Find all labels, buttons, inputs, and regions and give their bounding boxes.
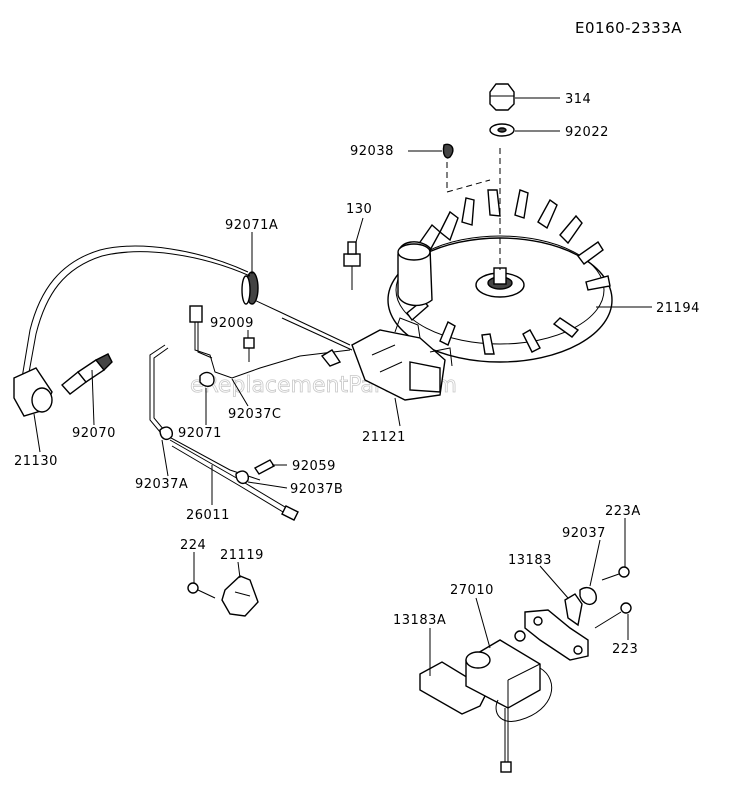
screw-223-drawing xyxy=(594,602,632,629)
ground-wire xyxy=(149,344,261,481)
nut-drawing xyxy=(489,83,515,111)
clamp-92037b xyxy=(235,470,250,485)
key-path xyxy=(446,162,491,193)
plug-cap-drawing xyxy=(13,367,53,417)
pin-92059 xyxy=(253,459,276,475)
label-130: 130 xyxy=(346,202,372,217)
diagram-code: E0160-2333A xyxy=(575,19,682,37)
label-92037a: 92037A xyxy=(135,477,188,492)
label-92037b: 92037B xyxy=(290,482,343,497)
screw-224-drawing xyxy=(187,582,216,599)
label-13183: 13183 xyxy=(508,553,552,568)
label-92070: 92070 xyxy=(72,426,116,441)
shim-drawing xyxy=(419,661,489,715)
label-92071a: 92071A xyxy=(225,218,278,233)
stop-switch-drawing xyxy=(221,575,259,617)
label-26011: 26011 xyxy=(186,508,230,523)
igniter-module-drawing xyxy=(465,630,541,709)
clamp-92037-drawing xyxy=(579,586,597,606)
connector-92009-plug xyxy=(189,305,203,323)
label-13183a: 13183A xyxy=(393,613,446,628)
label-27010: 27010 xyxy=(450,583,494,598)
label-21119: 21119 xyxy=(220,548,264,563)
label-92038: 92038 xyxy=(350,144,394,159)
grommet-drawing xyxy=(241,271,259,305)
key-drawing xyxy=(442,143,454,159)
module-wire xyxy=(495,667,553,722)
washer-drawing xyxy=(489,123,515,137)
label-224: 224 xyxy=(180,538,206,553)
part-labels: 314 92022 92038 130 92071A 21194 92009 2… xyxy=(14,92,700,657)
stop-cable xyxy=(169,439,291,511)
leader-lines xyxy=(33,97,652,676)
label-92059: 92059 xyxy=(292,459,336,474)
hv-cable xyxy=(21,245,249,379)
label-314: 314 xyxy=(565,92,591,107)
label-223: 223 xyxy=(612,642,638,657)
label-223a: 223A xyxy=(605,504,641,519)
label-92071: 92071 xyxy=(178,426,222,441)
bracket-drawing xyxy=(524,593,589,661)
spark-plug-drawing xyxy=(60,353,113,395)
label-21121: 21121 xyxy=(362,430,406,445)
label-92022: 92022 xyxy=(565,125,609,140)
label-21194: 21194 xyxy=(656,301,700,316)
screw-223a-drawing xyxy=(601,566,630,581)
label-21130: 21130 xyxy=(14,454,58,469)
label-92037c: 92037C xyxy=(228,407,281,422)
bolt-drawing xyxy=(343,241,361,290)
label-92009: 92009 xyxy=(210,316,254,331)
ignition-coil-drawing xyxy=(351,317,453,401)
flywheel-drawing xyxy=(387,189,613,363)
screw-92009-drawing xyxy=(243,337,255,362)
label-92037: 92037 xyxy=(562,526,606,541)
lead-wire xyxy=(249,297,351,346)
clamp-92037c xyxy=(199,371,215,387)
